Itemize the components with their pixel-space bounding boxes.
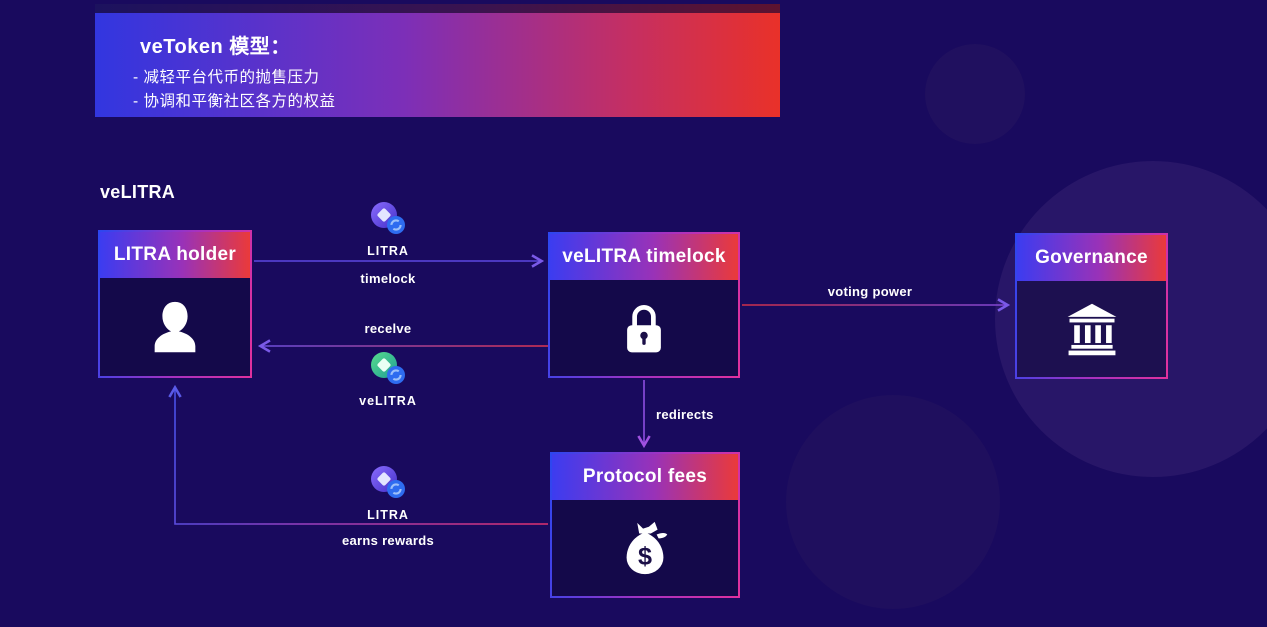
edge-label-earns-rewards: earns rewards <box>341 533 435 548</box>
token-litra-top-label: LITRA <box>367 244 409 258</box>
edge-label-voting-power: voting power <box>827 284 913 299</box>
background-circle-bottom <box>786 395 1000 609</box>
banner-bullet-2: - 协调和平衡社区各方的权益 <box>133 93 336 111</box>
node-governance-title: Governance <box>1017 235 1166 281</box>
banner-title: veToken 模型： <box>140 36 291 58</box>
token-velitra: veLITRA <box>346 350 430 408</box>
node-litra-holder-body <box>100 278 250 376</box>
edge-label-receive: recelve <box>364 321 412 336</box>
node-litra-holder: LITRA holder <box>98 230 252 378</box>
litra-coin-icon <box>371 466 405 498</box>
edge-label-timelock: timelock <box>360 271 416 286</box>
token-litra-top: LITRA <box>346 200 430 258</box>
node-governance: Governance <box>1015 233 1168 379</box>
node-litra-holder-title: LITRA holder <box>100 232 250 278</box>
token-litra-bottom: LITRA <box>346 464 430 522</box>
section-title: veLITRA <box>100 182 176 202</box>
vetoken-banner: veToken 模型： - 减轻平台代币的抛售压力 - 协调和平衡社区各方的权益 <box>95 13 780 117</box>
bank-icon <box>1067 303 1116 356</box>
node-velitra-timelock: veLITRA timelock <box>548 232 740 378</box>
velitra-coin-icon <box>371 352 405 384</box>
node-velitra-timelock-title: veLITRA timelock <box>550 234 738 280</box>
litra-coin-icon <box>371 202 405 234</box>
dollar-glyph: $ <box>638 542 652 570</box>
money-bag-icon: $ <box>626 521 668 575</box>
background-circle-top <box>925 44 1025 144</box>
node-protocol-fees-body: $ <box>552 500 738 596</box>
node-governance-body <box>1017 281 1166 377</box>
node-protocol-fees-title: Protocol fees <box>552 454 738 500</box>
token-litra-bottom-label: LITRA <box>367 508 409 522</box>
edge-label-redirects: redirects <box>656 407 714 422</box>
token-velitra-label: veLITRA <box>359 394 417 408</box>
banner-bullet-1: - 减轻平台代币的抛售压力 <box>133 69 320 86</box>
node-velitra-timelock-body <box>550 280 738 376</box>
node-protocol-fees: Protocol fees $ <box>550 452 740 598</box>
person-icon <box>154 301 196 353</box>
banner-top-edge <box>95 4 780 14</box>
lock-icon <box>627 305 661 353</box>
